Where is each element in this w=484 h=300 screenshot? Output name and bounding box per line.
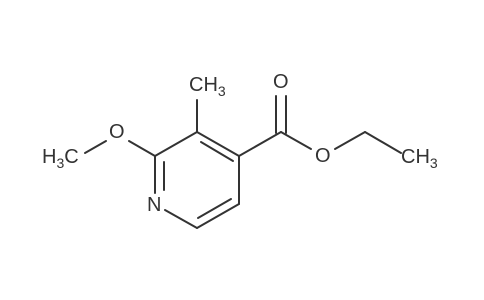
bond-c2-methoxy-o [128,140,156,157]
bond-c5-c6 [196,203,240,229]
bond-c5-c6-double [197,198,232,219]
methoxy-methyl-label: H3C [42,146,79,171]
methoxy-oxygen-label: O [109,121,125,143]
bond-c3-c4-double [200,141,234,162]
methyl-top-label: CH3 [189,74,226,99]
bond-c2-c3 [154,131,198,157]
bond-ester-o-ch2 [334,131,366,150]
bond-carbonyl-ester-o [280,131,312,150]
pyridine-ring [154,131,240,229]
ring-nitrogen-label: N [147,194,161,216]
atom-labels: CH3 O O O H3C CH3 N [42,71,438,216]
ethyl-methyl-label: CH3 [401,146,438,171]
bond-c6-n [164,209,198,229]
bond-c3-c4 [196,131,240,157]
bond-c4-carbonyl-c [238,131,282,157]
bond-ch2-ch3 [364,131,402,154]
bond-methoxy-o-c [84,140,107,154]
ester-oxygen-label: O [315,145,331,167]
carbonyl-oxygen-label: O [273,71,289,93]
substituent-bonds [84,95,402,157]
